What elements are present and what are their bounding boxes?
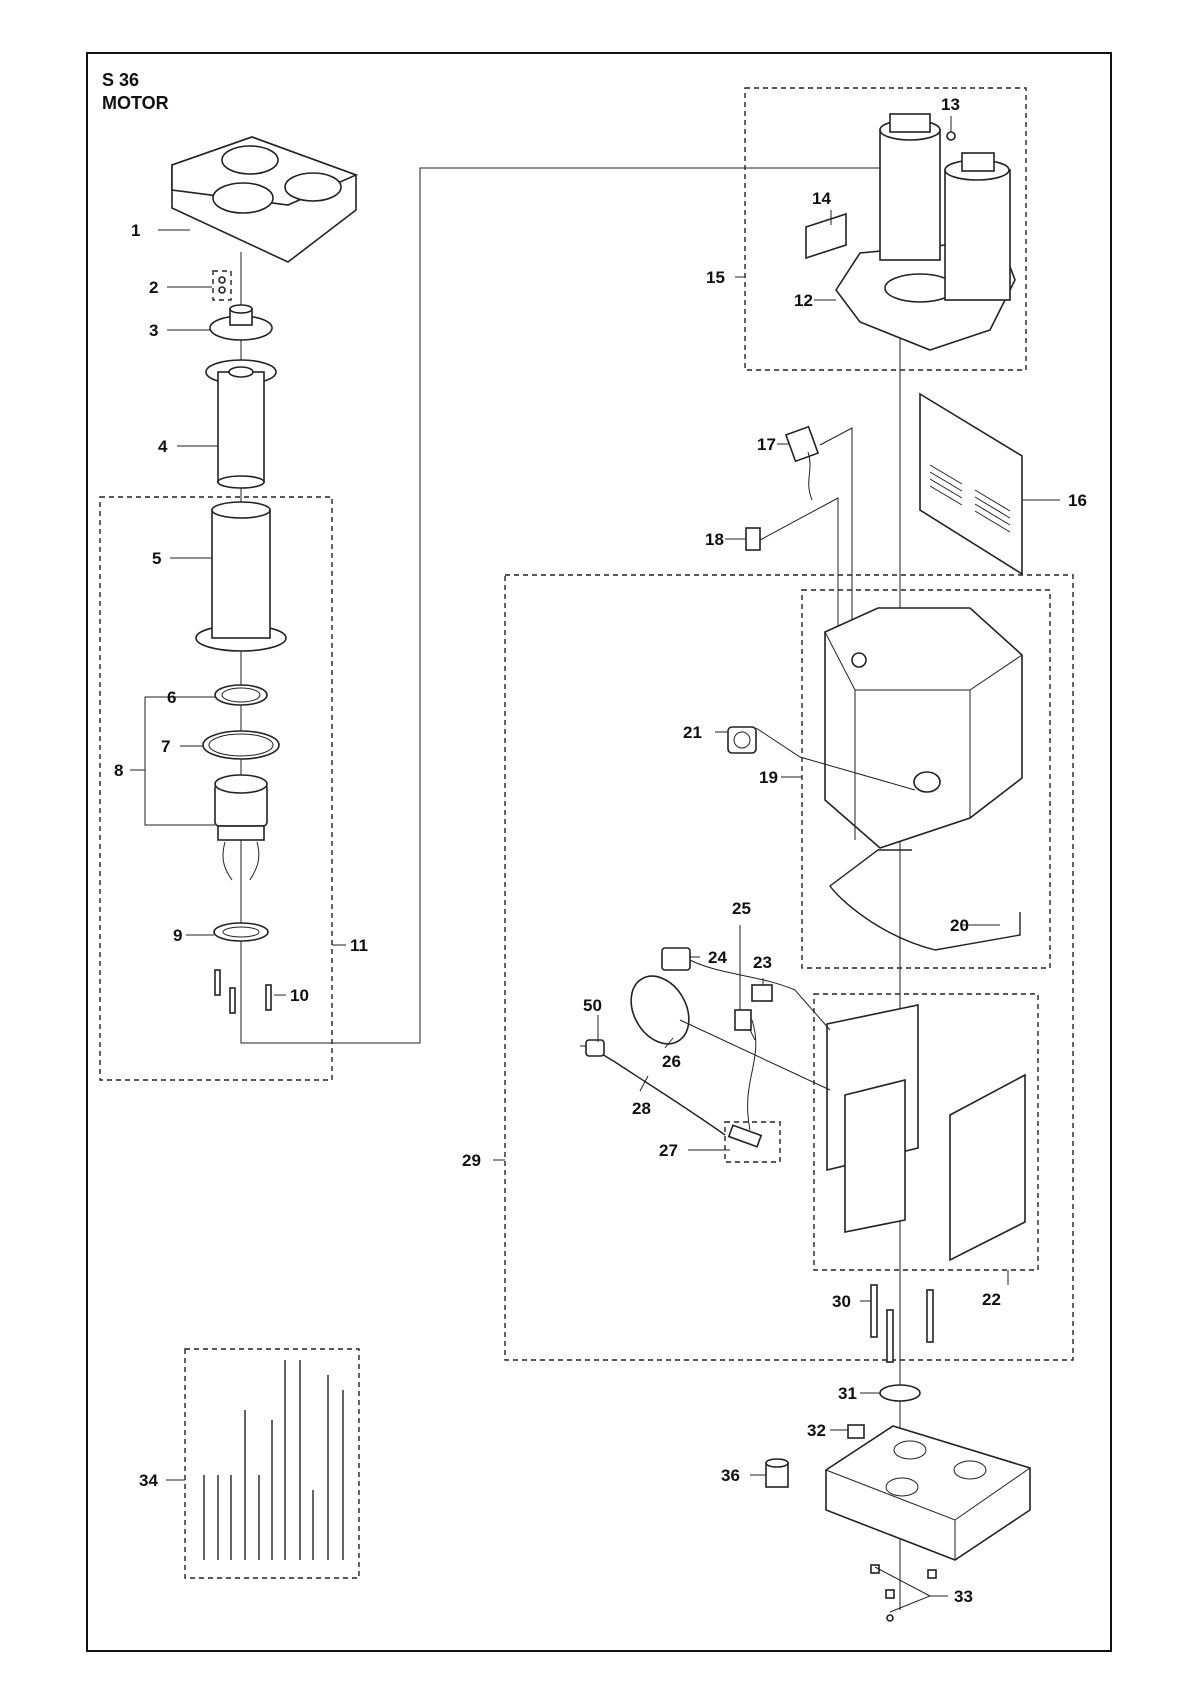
part-23-plug — [751, 984, 773, 1002]
part-16-vent-panel — [919, 392, 1023, 576]
label-22: 22 — [982, 1290, 1001, 1309]
part-4-filter-tube — [205, 359, 277, 489]
part-26-ring — [630, 975, 831, 1091]
label-25: 25 — [732, 899, 751, 918]
part-30-standoffs — [870, 1284, 934, 1363]
part-21-socket — [727, 726, 916, 791]
diagram-code: S 36 — [102, 70, 140, 90]
part-2-screw — [218, 276, 226, 294]
label-9: 9 — [173, 926, 182, 945]
label-28: 28 — [632, 1099, 651, 1118]
part-19-housing — [824, 607, 1023, 849]
part-22-panels — [826, 1004, 1026, 1262]
part-9-ring-plate — [213, 922, 269, 942]
label-30: 30 — [832, 1292, 851, 1311]
label-3: 3 — [149, 321, 158, 340]
label-8: 8 — [114, 761, 123, 780]
assembly-link-line — [240, 167, 900, 1044]
part-13-screw — [946, 131, 956, 141]
part-14-bracket — [805, 212, 847, 260]
part-17-switch — [784, 425, 853, 690]
page-frame — [86, 52, 1112, 1652]
label-5: 5 — [152, 549, 161, 568]
part-27-cable-gland — [727, 1124, 763, 1148]
label-7: 7 — [161, 737, 170, 756]
part-7-gasket-inner — [208, 733, 274, 757]
label-17: 17 — [757, 435, 776, 454]
label-14: 14 — [812, 189, 831, 208]
label-29: 29 — [462, 1151, 481, 1170]
part-9-ring-plate-inner — [222, 926, 260, 938]
part-6-ring-inner — [221, 687, 261, 703]
label-15: 15 — [706, 268, 725, 287]
leader-lines — [130, 116, 1060, 1613]
part-34-rods — [203, 1360, 344, 1560]
diagram-title: MOTOR — [102, 93, 169, 113]
part-32-clip — [847, 1424, 865, 1439]
label-32: 32 — [807, 1421, 826, 1440]
label-12: 12 — [794, 291, 813, 310]
label-24: 24 — [708, 948, 727, 967]
label-19: 19 — [759, 768, 778, 787]
group-box-29 — [504, 574, 1074, 1361]
group-box-15 — [744, 87, 1027, 371]
part-25-cable — [734, 925, 757, 1131]
part-10-bolts — [214, 969, 272, 1014]
label-11: 11 — [350, 936, 368, 955]
part-20-rod — [829, 849, 1021, 951]
label-6: 6 — [167, 688, 176, 707]
label-2: 2 — [149, 278, 158, 297]
part-labels: 1 2 3 4 5 6 7 8 9 10 11 12 13 14 15 16 1… — [114, 95, 1087, 1606]
part-31-ring — [879, 1384, 921, 1402]
label-27: 27 — [659, 1141, 678, 1160]
label-23: 23 — [753, 953, 772, 972]
label-36: 36 — [721, 1466, 740, 1485]
group-box-22 — [813, 993, 1039, 1271]
part-36-capacitor — [765, 1458, 789, 1488]
part-50-plug — [580, 1039, 605, 1057]
group-box-2 — [212, 270, 232, 301]
label-4: 4 — [158, 437, 168, 456]
label-1: 1 — [131, 221, 140, 240]
label-50: 50 — [583, 996, 602, 1015]
group-box-19 — [801, 589, 1051, 969]
label-10: 10 — [290, 986, 309, 1005]
part-5-cylinder — [195, 501, 287, 652]
part-12-motor-housing — [805, 113, 1016, 351]
label-34: 34 — [139, 1471, 158, 1490]
label-33: 33 — [954, 1587, 973, 1606]
label-21: 21 — [683, 723, 702, 742]
part-33-feet — [870, 1564, 937, 1622]
label-16: 16 — [1068, 491, 1087, 510]
label-26: 26 — [662, 1052, 681, 1071]
group-box-34 — [184, 1348, 360, 1579]
part-1-top-cover — [171, 136, 359, 263]
base-plate — [825, 1425, 1031, 1561]
part-8-motor — [214, 774, 268, 881]
part-28-power-cord — [591, 1047, 726, 1136]
label-18: 18 — [705, 530, 724, 549]
label-20: 20 — [950, 916, 969, 935]
label-13: 13 — [941, 95, 960, 114]
group-box-11 — [99, 496, 333, 1081]
label-31: 31 — [838, 1384, 857, 1403]
part-3-flange — [209, 304, 273, 341]
group-box-27 — [724, 1121, 781, 1163]
part-24-switch-assembly — [661, 947, 831, 1031]
part-7-gasket — [202, 730, 280, 760]
